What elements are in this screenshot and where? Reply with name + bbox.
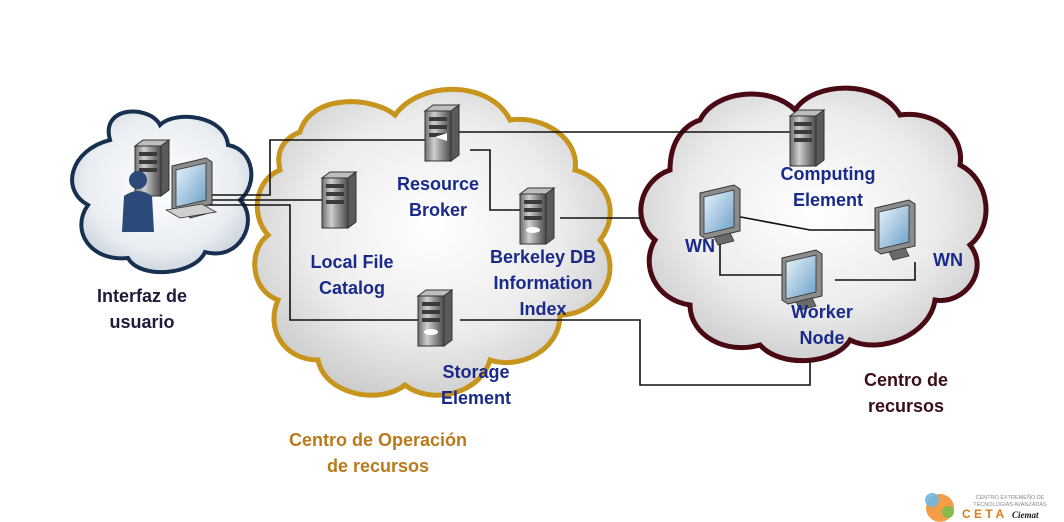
logo-partner: Ciemat: [1012, 510, 1039, 520]
user-person-icon: [122, 171, 154, 232]
computing-element-server-icon: [789, 109, 825, 167]
operation-center-cloud: [252, 86, 613, 398]
storage-element-label: Storage Element: [441, 362, 511, 408]
resource-broker-label: Resource Broker: [397, 174, 479, 220]
operation-center-cloud-label: Centro de Operación de recursos: [289, 430, 467, 476]
user-interface-cloud-label: Interfaz de usuario: [97, 286, 187, 332]
svg-text:Centro de: Centro de: [864, 370, 948, 390]
svg-text:Index: Index: [519, 299, 566, 319]
svg-text:Computing: Computing: [781, 164, 876, 184]
svg-text:Node: Node: [800, 328, 845, 348]
logo-tagline-line1: CENTRO EXTREMEÑO DE: [976, 494, 1045, 501]
resource-center-cloud: [638, 85, 989, 364]
svg-text:usuario: usuario: [109, 312, 174, 332]
berkeley-db-server-icon: [519, 187, 555, 245]
local-file-catalog-server-icon: [321, 171, 357, 229]
wn-left-label: WN: [685, 236, 715, 256]
svg-text:Resource: Resource: [397, 174, 479, 194]
svg-text:Catalog: Catalog: [319, 278, 385, 298]
svg-text:Information: Information: [494, 273, 593, 293]
worker-node-label: Worker Node: [791, 302, 853, 348]
svg-text:Interfaz de: Interfaz de: [97, 286, 187, 306]
berkeley-db-label: Berkeley DB Information Index: [490, 247, 596, 319]
svg-text:Broker: Broker: [409, 200, 467, 220]
wn-right-label: WN: [933, 250, 963, 270]
svg-text:Storage: Storage: [442, 362, 509, 382]
resource-center-cloud-label: Centro de recursos: [864, 370, 948, 416]
svg-text:Element: Element: [793, 190, 863, 210]
computing-element-label: Computing Element: [781, 164, 876, 210]
user-workstation-icon: [164, 157, 218, 219]
storage-element-server-icon: [417, 289, 453, 347]
svg-text:recursos: recursos: [868, 396, 944, 416]
logo-name: C E T A: [962, 507, 1005, 521]
svg-text:Element: Element: [441, 388, 511, 408]
ceta-ciemat-logo: CENTRO EXTREMEÑO DE TECNOLOGÍAS AVANZADA…: [925, 493, 1047, 522]
svg-text:Berkeley DB: Berkeley DB: [490, 247, 596, 267]
local-file-catalog-label: Local File Catalog: [310, 252, 393, 298]
svg-text:Local File: Local File: [310, 252, 393, 272]
svg-text:de recursos: de recursos: [327, 456, 429, 476]
resource-broker-server-icon: [424, 104, 460, 162]
logo-tagline-line2: TECNOLOGÍAS AVANZADAS: [973, 501, 1047, 508]
svg-text:Worker: Worker: [791, 302, 853, 322]
network-connections: [180, 131, 916, 386]
svg-text:Centro de Operación: Centro de Operación: [289, 430, 467, 450]
